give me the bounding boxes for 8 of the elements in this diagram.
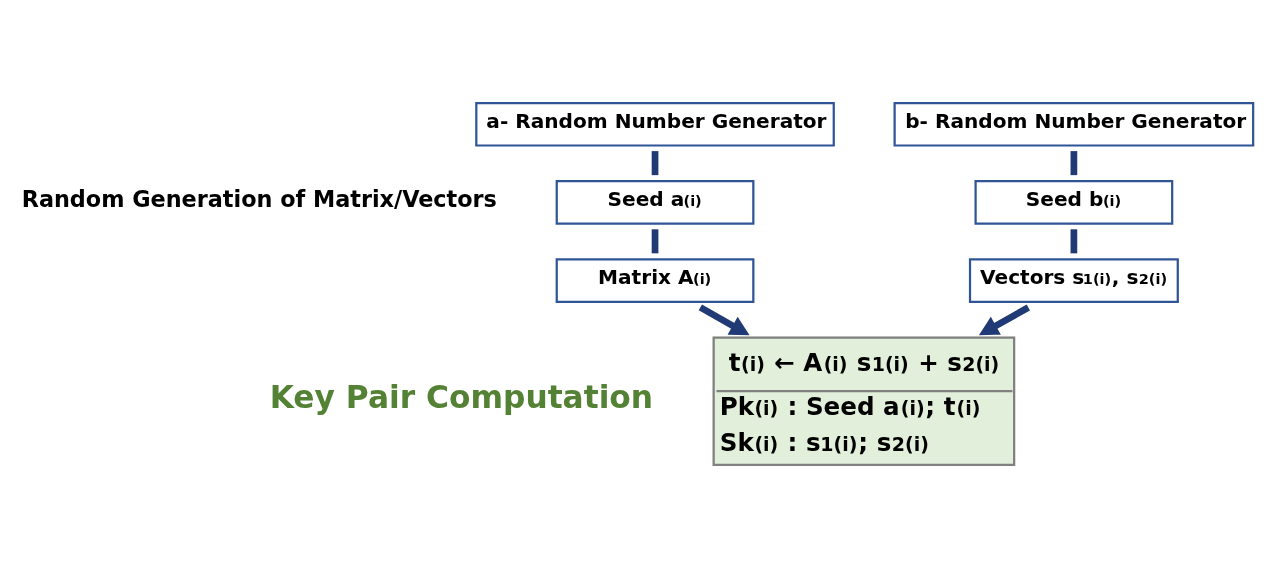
arrow [978, 304, 1030, 335]
connector [1070, 228, 1078, 253]
connector [1070, 150, 1078, 175]
arrow [698, 304, 750, 335]
label: Key Pair Computation [269, 378, 654, 415]
label: Random Generation of Matrix/Vectors [21, 185, 497, 212]
connector [651, 150, 659, 175]
connector [651, 228, 659, 253]
